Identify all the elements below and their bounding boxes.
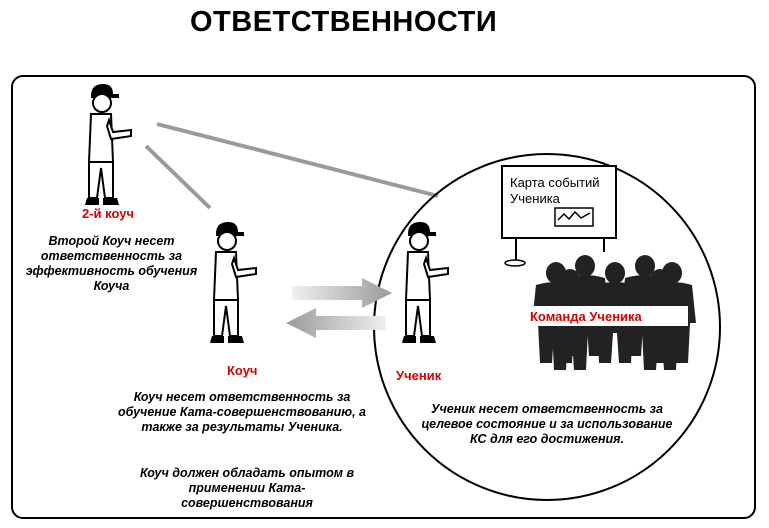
team-label-band [520, 306, 688, 326]
learner-label: Ученик [396, 368, 442, 383]
second-coach-description: Второй Коуч несет ответственность за эфф… [25, 234, 198, 293]
page-title: ОТВЕТСТВЕННОСТИ [190, 6, 498, 38]
coach-description-2: Коуч должен обладать опытом в применении… [140, 466, 354, 510]
storyboard-label: Карта событий Ученика [510, 175, 600, 206]
coach-description-1: Коуч несет ответственность за обучение К… [118, 390, 366, 434]
diagram-frame [11, 75, 756, 519]
arrow-left [286, 308, 386, 338]
storyboard-mini-chart [554, 207, 594, 227]
coach-figure [209, 221, 257, 344]
line-second-coach-to-coach [144, 144, 212, 210]
learner-description: Ученик несет ответственность за целевое … [421, 402, 673, 446]
arrow-right [292, 278, 392, 308]
learner-figure [401, 221, 449, 344]
team-label: Команда Ученика [530, 309, 642, 324]
second-coach-label: 2-й коуч [82, 206, 135, 221]
second-coach-figure [84, 83, 132, 206]
coach-label: Коуч [227, 363, 258, 378]
line-second-coach-to-learner [156, 122, 439, 198]
